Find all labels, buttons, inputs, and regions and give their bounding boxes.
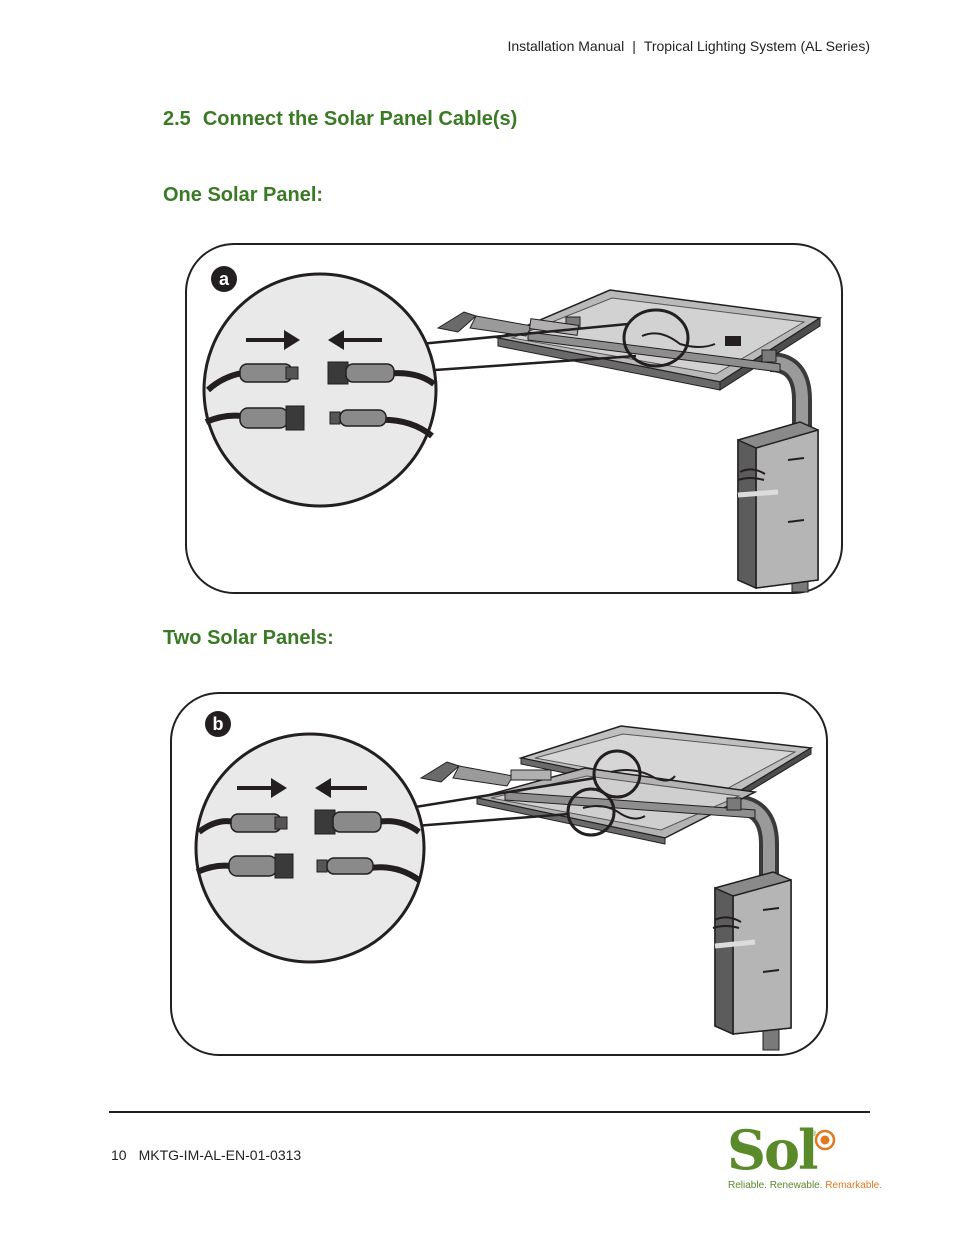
battery-box — [712, 871, 792, 1036]
tagline-part2: Remarkable. — [825, 1180, 882, 1191]
header-separator: | — [632, 38, 636, 54]
male-connector-icon — [329, 409, 387, 427]
sun-icon: ® — [811, 1129, 836, 1151]
logo-wordmark: Sol — [727, 1118, 819, 1182]
female-connector-icon — [228, 853, 294, 879]
leader-line — [414, 812, 570, 828]
section-title: Connect the Solar Panel Cable(s) — [202, 108, 518, 130]
leader-line — [419, 322, 629, 346]
figure-badge: b — [205, 711, 231, 737]
arrow-right-icon — [246, 330, 300, 350]
tagline-part1: Reliable. Renewable. — [728, 1180, 823, 1191]
page-number: 10 — [111, 1147, 127, 1163]
solar-panel — [495, 289, 823, 391]
figure-two-panels: b — [170, 692, 828, 1056]
section-heading: 2.5 Connect the Solar Panel Cable(s) — [163, 108, 517, 131]
arrow-left-icon — [328, 330, 382, 350]
logo-tagline: Reliable. Renewable. Remarkable. — [728, 1180, 882, 1191]
callout-circle — [592, 749, 642, 799]
callout-circle — [566, 787, 616, 837]
subheading-one-panel: One Solar Panel: — [163, 184, 324, 206]
leader-line — [408, 776, 596, 810]
registered-mark: ® — [811, 1130, 817, 1138]
leader-line — [434, 354, 637, 372]
figure-badge: a — [211, 266, 237, 292]
running-header: Installation Manual | Tropical Lighting Sy… — [507, 38, 870, 54]
male-connector-icon — [230, 813, 288, 833]
badge-label: b — [213, 714, 224, 734]
section-number: 2.5 — [163, 108, 191, 130]
document-code: MKTG-IM-AL-EN-01-0313 — [138, 1147, 302, 1163]
arrow-right-icon — [237, 778, 287, 798]
badge-label: a — [219, 269, 230, 289]
header-doc-title: Installation Manual — [507, 38, 625, 54]
female-connector-icon — [239, 405, 305, 431]
female-connector-icon — [314, 809, 382, 835]
male-connector-icon — [239, 363, 299, 383]
footer: 10 MKTG-IM-AL-EN-01-0313 — [111, 1147, 301, 1163]
footer-rule — [109, 1111, 870, 1113]
figure-one-panel: a — [185, 243, 843, 594]
connector-detail-magnifier — [202, 272, 438, 508]
connector-detail-magnifier — [194, 732, 426, 964]
callout-circle — [622, 308, 690, 368]
subheading-two-panels: Two Solar Panels: — [163, 627, 334, 649]
light-fixture — [419, 761, 552, 787]
female-connector-icon — [327, 361, 395, 385]
male-connector-icon — [316, 857, 374, 875]
sol-logo: Sol ® Reliable. Renewable. Remarkable. — [727, 1118, 882, 1195]
battery-box — [737, 421, 819, 590]
arrow-left-icon — [315, 778, 367, 798]
header-product: Tropical Lighting System (AL Series) — [643, 38, 870, 54]
